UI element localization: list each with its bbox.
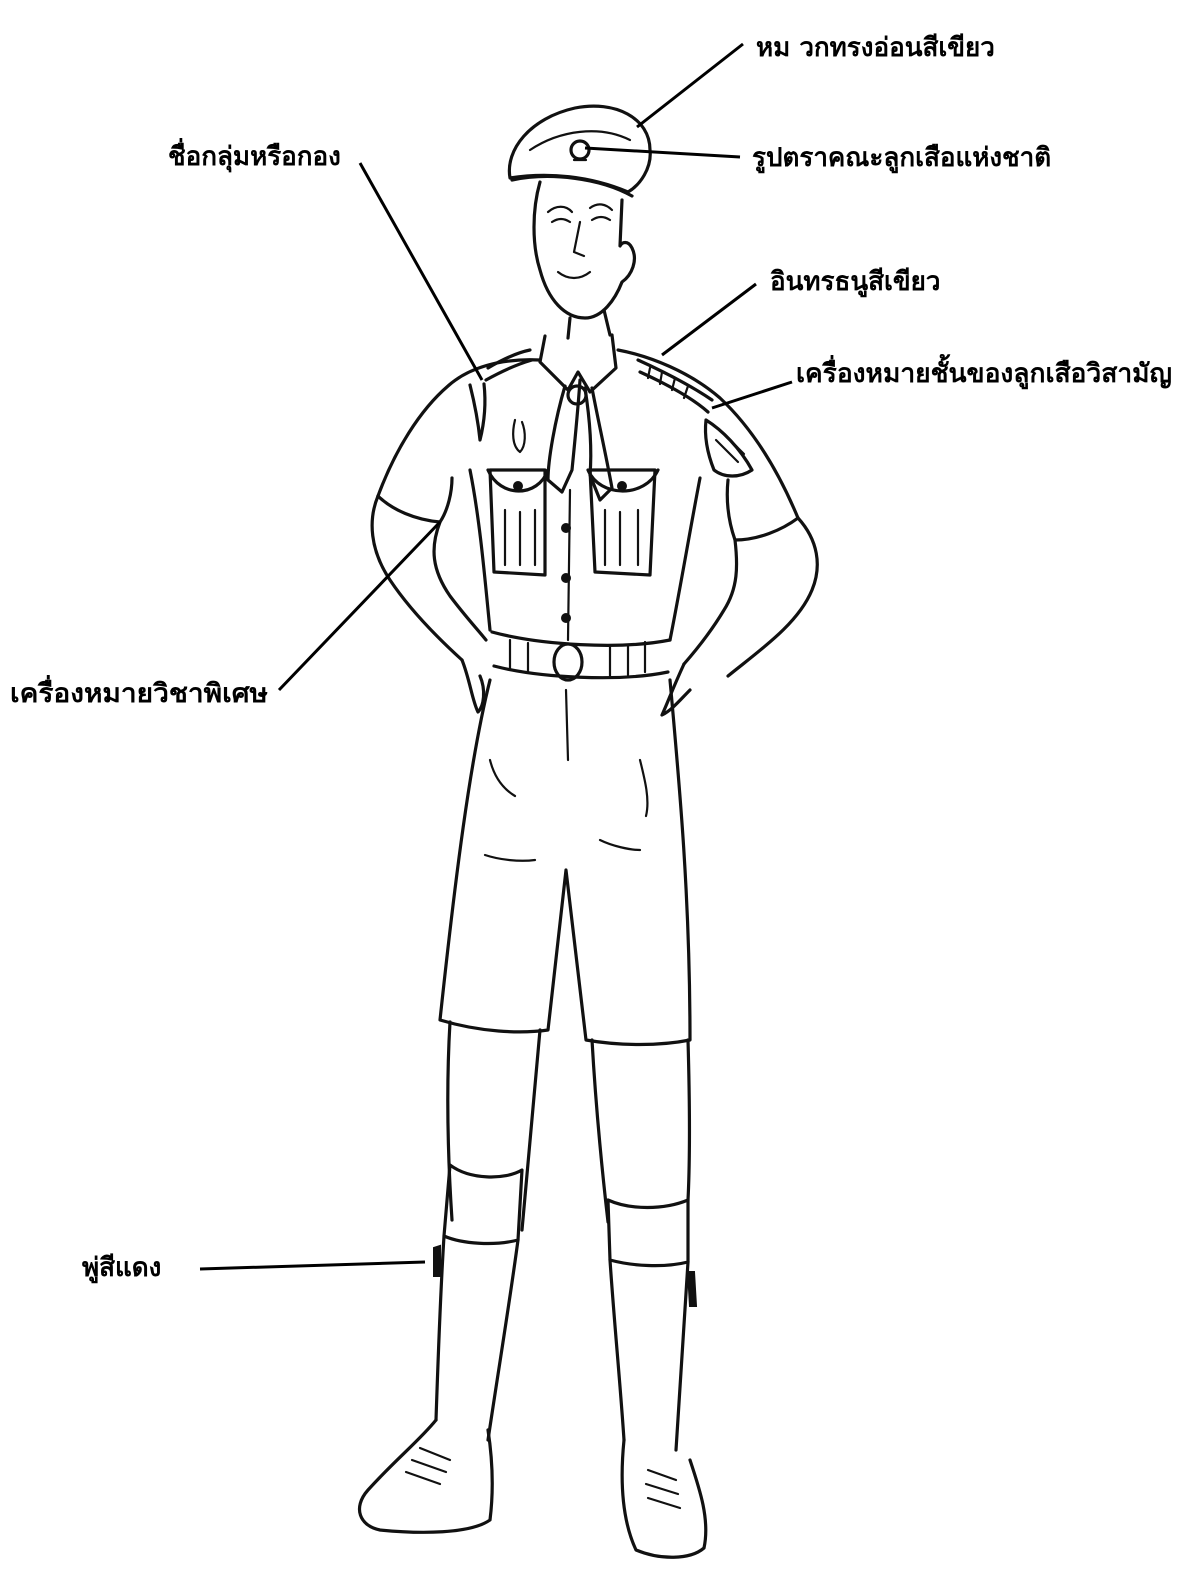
leader-hat xyxy=(637,44,743,127)
label-garter-tabs: พู่สีแดง xyxy=(82,1253,161,1284)
scout-head xyxy=(534,182,634,338)
scout-shoes xyxy=(359,1420,705,1557)
label-hat-badge: รูปตราคณะลูกเสือแห่งชาติ xyxy=(752,143,1051,174)
label-proficiency-badge: เครื่องหมายวิชาพิเศษ xyxy=(10,674,268,709)
left-shoulder-strap xyxy=(486,350,532,380)
leader-proficiency-badge xyxy=(279,522,440,690)
label-group-name: ชื่อกลุ่มหรือกอง xyxy=(168,137,341,173)
red-garter-tabs xyxy=(434,1246,696,1306)
label-rank-badge: เครื่องหมายชั้นของลูกเสือวิสามัญ xyxy=(796,353,1172,390)
national-scout-emblem-on-hat xyxy=(571,141,589,160)
callout-labels: หม วกทรงอ่อนสีเขียว รูปตราคณะลูกเสือแห่ง… xyxy=(10,33,1172,1284)
leader-lines xyxy=(200,44,792,1269)
scout-figure-illustration xyxy=(359,106,817,1557)
scout-shirt xyxy=(378,350,798,640)
proficiency-badge-on-sleeve xyxy=(513,420,525,452)
scout-arms xyxy=(372,496,817,715)
label-hat: หม วกทรงอ่อนสีเขียว xyxy=(756,33,995,63)
leader-group-name xyxy=(360,163,482,380)
scout-legs xyxy=(448,1022,690,1230)
label-shoulder-strap: อินทรธนูสีเขียว xyxy=(770,267,941,298)
scout-belt xyxy=(492,632,670,680)
scout-shorts xyxy=(440,680,690,1045)
leader-garter-tabs xyxy=(200,1262,425,1269)
rank-badge-insignia xyxy=(705,420,752,476)
leader-rank-badge xyxy=(712,382,792,408)
scout-scarf xyxy=(540,335,616,500)
leader-hat-badge xyxy=(585,148,740,157)
leader-shoulder-strap xyxy=(662,284,756,355)
scout-socks xyxy=(436,1165,688,1450)
